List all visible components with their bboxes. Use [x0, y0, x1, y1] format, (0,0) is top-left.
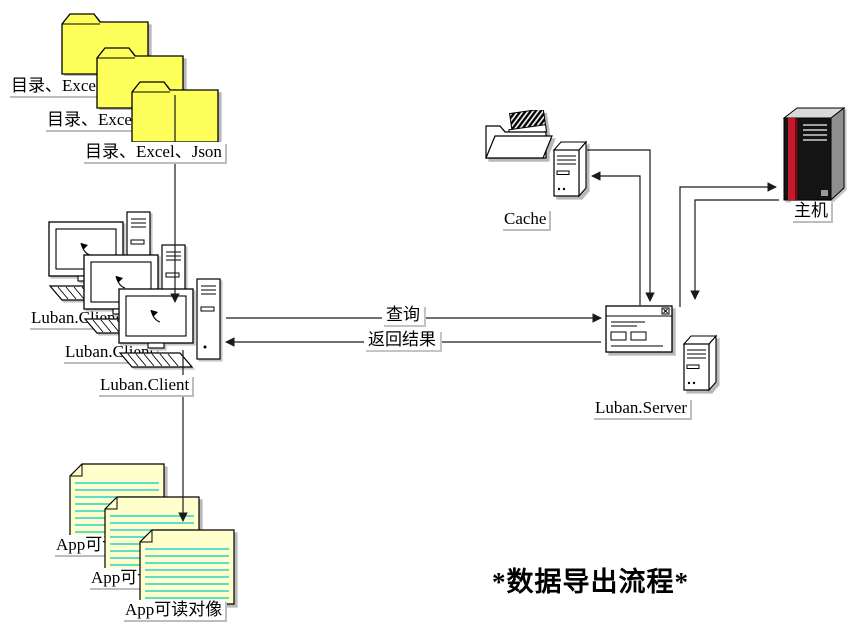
edge-host-to-server — [690, 199, 779, 300]
server-label: Luban.Server — [592, 398, 691, 418]
query-edge-label: 查询 — [382, 305, 424, 325]
edge-server-to-host — [679, 182, 777, 307]
document-label: App可读对像 — [122, 600, 226, 620]
client-label: Luban.Client — [97, 375, 193, 395]
edge-server-to-cache — [591, 171, 641, 305]
server-tower-icon — [553, 141, 587, 197]
folder-label: 目录、Excel、Json — [82, 142, 225, 162]
server-tower-icon — [683, 335, 717, 391]
folder-icon — [131, 81, 219, 143]
cache-label: Cache — [501, 209, 550, 229]
host-label: 主机 — [791, 201, 831, 221]
cache-folder-icon — [485, 110, 553, 159]
window-icon — [605, 305, 673, 353]
diagram-title: *数据导出流程* — [492, 567, 689, 597]
result-edge-label: 返回结果 — [364, 330, 440, 350]
document-icon — [139, 529, 235, 605]
edge-cache-to-server — [587, 149, 655, 302]
mainframe-icon — [782, 106, 846, 202]
workstation-icon — [118, 278, 221, 368]
